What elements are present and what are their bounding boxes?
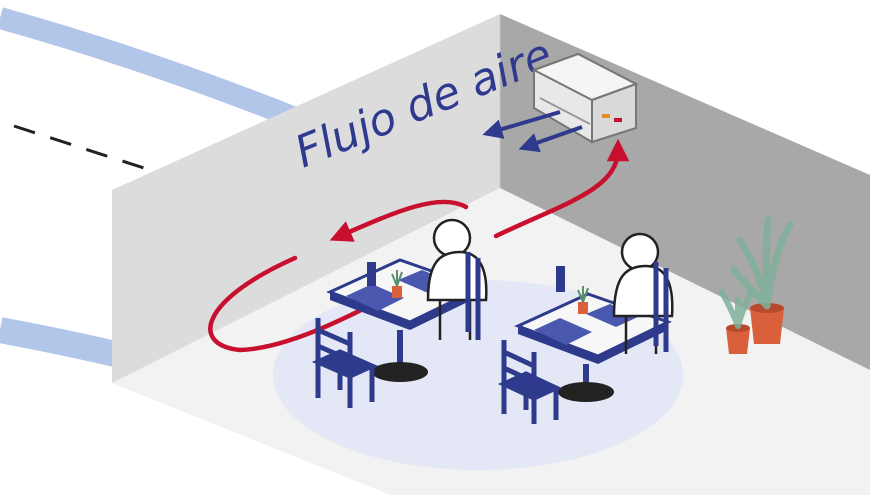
- potted-plant-icon: [730, 216, 794, 344]
- air-conditioner-icon: [531, 52, 639, 144]
- chair-icon: [498, 340, 562, 424]
- ac-output-arrows: [482, 110, 583, 153]
- potted-plant-icon: [391, 270, 403, 298]
- chair-icon: [465, 252, 481, 340]
- potted-plant-icon: [719, 287, 755, 354]
- room: [112, 14, 870, 495]
- chair-icon: [653, 262, 669, 352]
- back-wall: [112, 14, 500, 383]
- person-icon: [426, 218, 488, 340]
- chair-icon: [311, 318, 379, 408]
- potted-plant-icon: [577, 286, 589, 314]
